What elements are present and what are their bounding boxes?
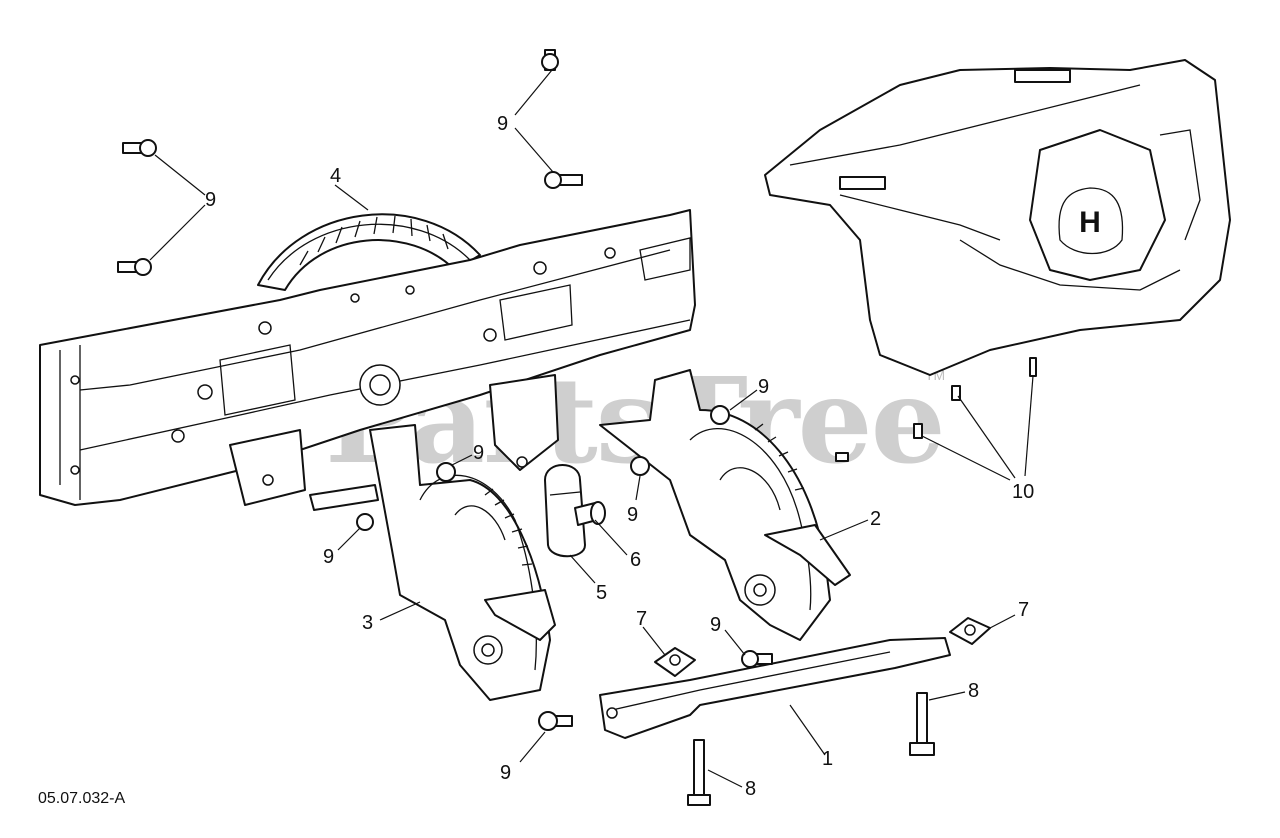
callout-6: 6 <box>630 549 641 571</box>
callout-9: 9 <box>497 113 508 135</box>
part-1-rail <box>599 637 951 739</box>
center-bracket <box>489 374 559 471</box>
callout-8: 8 <box>968 680 979 702</box>
part-7-nut-right <box>949 617 991 645</box>
diagram-code: 05.07.032-A <box>38 790 126 807</box>
callouts: 4 9 9 9 9 9 9 9 9 3 5 6 2 7 7 8 8 1 10 <box>205 113 1034 800</box>
callout-9: 9 <box>473 442 484 464</box>
callout-1: 1 <box>822 748 833 770</box>
part-7-nut-left <box>654 647 696 677</box>
callout-2: 2 <box>870 508 881 530</box>
part-3-left-bracket <box>309 424 556 701</box>
callout-4: 4 <box>330 165 341 187</box>
part-9-bolts <box>117 49 773 731</box>
leader-lines <box>149 69 1034 788</box>
callout-7: 7 <box>1018 599 1029 621</box>
callout-8: 8 <box>745 778 756 800</box>
callout-5: 5 <box>596 582 607 604</box>
part-10-screws <box>835 357 1037 462</box>
callout-9: 9 <box>500 762 511 784</box>
callout-7: 7 <box>636 608 647 630</box>
part-8-bolt-bottom <box>687 739 711 806</box>
part-2-right-bracket <box>599 369 851 641</box>
callout-9: 9 <box>627 504 638 526</box>
callout-9: 9 <box>710 614 721 636</box>
callout-10: 10 <box>1012 481 1034 503</box>
part-5-clamp <box>544 464 586 558</box>
callout-9: 9 <box>323 546 334 568</box>
part-8-bolt-right <box>909 692 935 756</box>
callout-9: 9 <box>205 189 216 211</box>
part-4-mounting-plate <box>39 209 696 506</box>
callout-9: 9 <box>758 376 769 398</box>
callout-3: 3 <box>362 612 373 634</box>
brand-mark: H <box>1079 206 1101 239</box>
dash-cover: H <box>764 59 1231 376</box>
